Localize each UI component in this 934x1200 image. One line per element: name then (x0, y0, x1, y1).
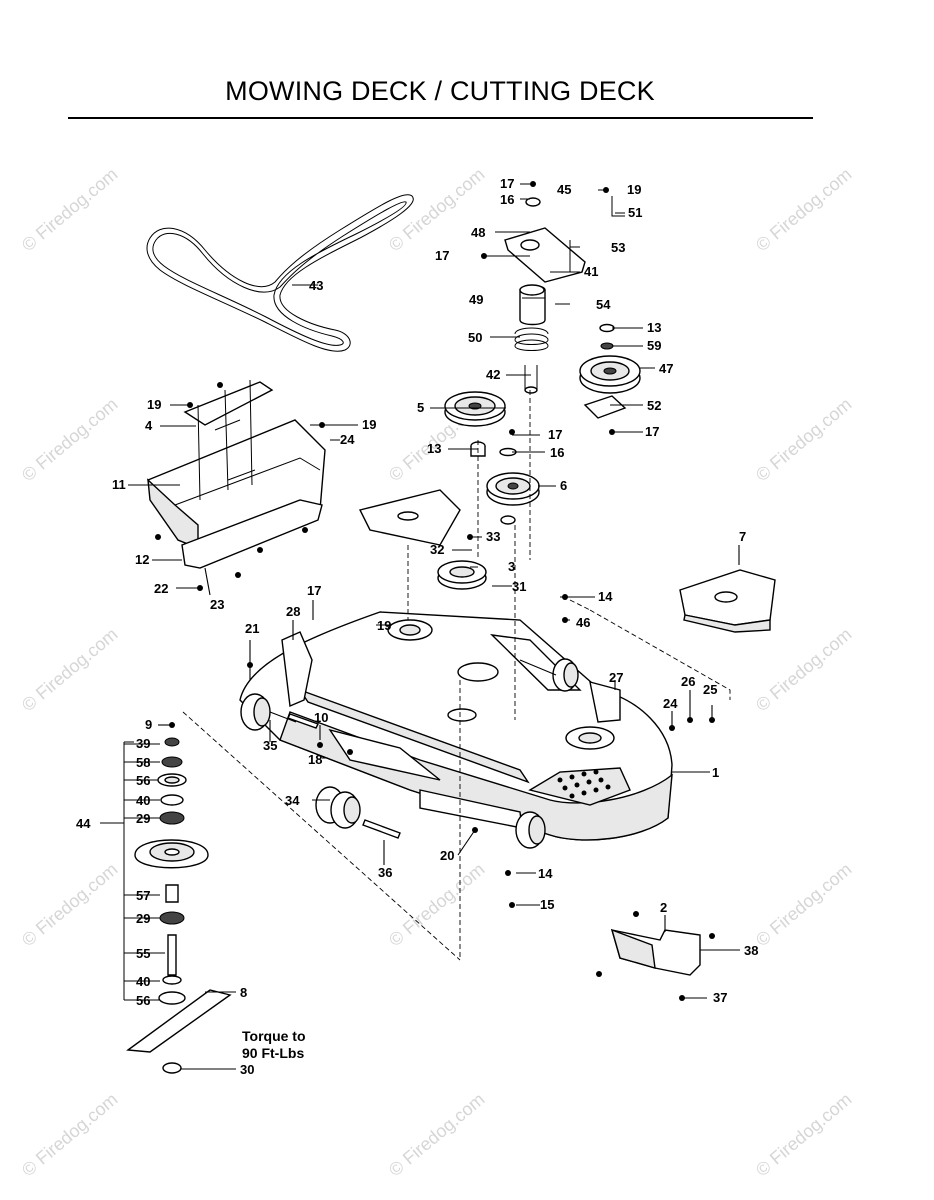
mower-deck (239, 611, 673, 849)
callout-label: 40 (136, 974, 150, 989)
deck-shields (358, 489, 776, 633)
callout-label: 52 (647, 398, 661, 413)
callout-label: 26 (681, 674, 695, 689)
callout-label: 37 (713, 990, 727, 1005)
callout-label: 21 (245, 621, 259, 636)
callout-label: 10 (314, 710, 328, 725)
callout-label: 20 (440, 848, 454, 863)
pulleys (437, 323, 641, 590)
torque-note-line: Torque to (242, 1028, 306, 1044)
page-title: MOWING DECK / CUTTING DECK (225, 76, 655, 106)
callout-label: 30 (240, 1062, 254, 1077)
callout-label: 35 (263, 738, 277, 753)
callout-label: 1 (712, 765, 719, 780)
callout-label: 31 (512, 579, 526, 594)
callout-leaders (100, 183, 740, 1070)
callout-label: 24 (340, 432, 355, 447)
callout-label: 3 (508, 559, 515, 574)
callout-label: 54 (596, 297, 611, 312)
callout-label: 19 (147, 397, 161, 412)
callout-label: 39 (136, 736, 150, 751)
callout-label: 50 (468, 330, 482, 345)
callout-label: 47 (659, 361, 673, 376)
callout-label: 19 (377, 618, 391, 633)
callout-label: 40 (136, 793, 150, 808)
hardware-fasteners (155, 181, 715, 1001)
callout-label: 25 (703, 682, 717, 697)
callout-label: 34 (285, 793, 300, 808)
callout-label: 19 (362, 417, 376, 432)
callout-label: 24 (663, 696, 678, 711)
callout-label: 36 (378, 865, 392, 880)
title-rule (68, 117, 813, 119)
callout-label: 29 (136, 911, 150, 926)
callout-label: 5 (417, 400, 424, 415)
callout-label: 17 (307, 583, 321, 598)
callout-label: 13 (427, 441, 441, 456)
callout-label: 12 (135, 552, 149, 567)
callout-label: 9 (145, 717, 152, 732)
callout-label: 44 (76, 816, 91, 831)
callout-label: 56 (136, 773, 150, 788)
callout-label: 17 (500, 176, 514, 191)
callout-label: 49 (469, 292, 483, 307)
callout-label: 33 (486, 529, 500, 544)
callout-label: 17 (435, 248, 449, 263)
callout-label: 59 (647, 338, 661, 353)
callout-label: 43 (309, 278, 323, 293)
callout-label: 13 (647, 320, 661, 335)
spindle-assembly (123, 737, 232, 1074)
callout-label: 16 (500, 192, 514, 207)
callout-label: 4 (145, 418, 153, 433)
callout-label: 17 (548, 427, 562, 442)
callout-label: 14 (538, 866, 553, 881)
callout-label: 53 (611, 240, 625, 255)
callout-label: 56 (136, 993, 150, 1008)
callout-label: 14 (598, 589, 613, 604)
gauge-wheel (287, 713, 401, 839)
callout-label: 32 (430, 542, 444, 557)
callout-label: 27 (609, 670, 623, 685)
callout-label: 57 (136, 888, 150, 903)
callout-label: 41 (584, 264, 598, 279)
deck-bracket (610, 928, 701, 976)
callout-label: 55 (136, 946, 150, 961)
callout-label: 46 (576, 615, 590, 630)
callout-label: 22 (154, 581, 168, 596)
callout-label: 2 (660, 900, 667, 915)
callout-label: 23 (210, 597, 224, 612)
callout-label: 7 (739, 529, 746, 544)
drive-belt (146, 194, 414, 352)
callout-label: 18 (308, 752, 322, 767)
callout-label: 48 (471, 225, 485, 240)
belt-cover-assembly (147, 379, 326, 569)
callout-label: 28 (286, 604, 300, 619)
callout-label: 16 (550, 445, 564, 460)
callout-label: 8 (240, 985, 247, 1000)
callout-label: 17 (645, 424, 659, 439)
callout-label: 19 (627, 182, 641, 197)
callout-label: 11 (112, 477, 126, 492)
idler-bracket-assembly (504, 196, 625, 394)
callout-labels: 1 2 3 4 5 6 7 8 9 10 11 12 13 13 13 14 1… (76, 176, 758, 1077)
callout-label: 38 (744, 943, 758, 958)
callout-label: 58 (136, 755, 150, 770)
callout-label: 42 (486, 367, 500, 382)
callout-label: 45 (557, 182, 571, 197)
callout-label: 6 (560, 478, 567, 493)
torque-note: Torque to 90 Ft-Lbs (242, 1028, 306, 1062)
callout-label: 15 (540, 897, 554, 912)
callout-label: 29 (136, 811, 150, 826)
callout-label: 51 (628, 205, 642, 220)
torque-note-line: 90 Ft-Lbs (242, 1045, 305, 1061)
reference-lines (182, 390, 731, 961)
